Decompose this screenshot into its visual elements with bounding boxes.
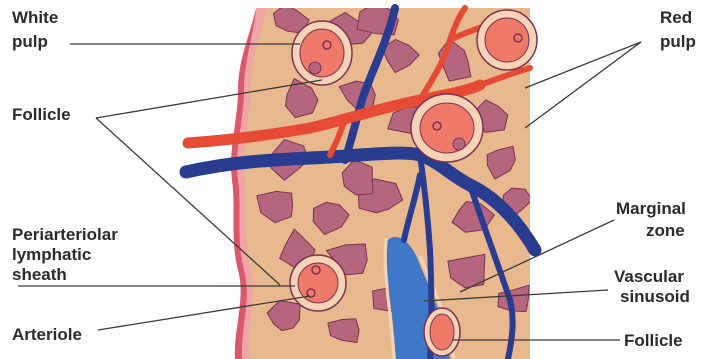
follicle-middle [411,94,483,162]
label-follicle-right: Follicle [624,331,683,350]
label-follicle-left: Follicle [12,105,71,124]
label-arteriole: Arteriole [12,325,82,344]
follicle-top-right [477,10,537,70]
label-marginal-zone: Marginal zone [616,199,691,240]
leader-red-pulp-a [525,42,641,88]
follicle-lower-left [290,255,346,311]
leader-red-pulp-b [525,42,641,128]
label-white-pulp: White pulp [12,8,63,51]
follicle-top-left [292,21,352,85]
label-vascular-sinusoid: Vascular sinusoid [614,267,690,306]
label-pals: Periarteriolar lymphatic sheath [12,225,123,284]
follicle-bottom [424,308,460,356]
label-red-pulp: Red pulp [660,8,697,51]
